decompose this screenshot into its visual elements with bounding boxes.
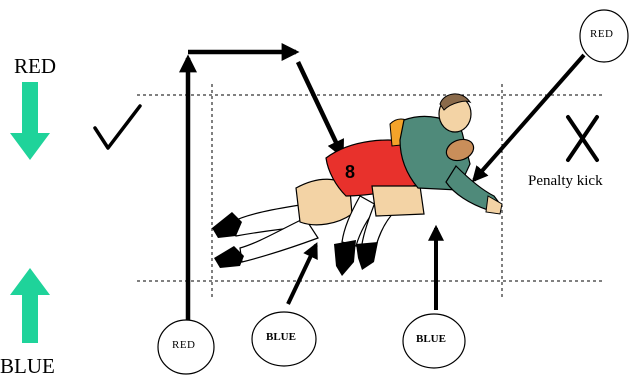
bubble-bottom-right-label: BLUE [416,333,446,345]
bubble-top-right-label: RED [590,28,614,40]
cross-icon [568,117,597,160]
blue-shorts [372,186,424,216]
bubble-bottom-left-label: RED [172,339,196,351]
tackle-illustration: 8 [212,94,502,276]
check-mark-icon [95,106,140,148]
boot-mid-right [356,242,378,270]
bubble-bottom-middle-label: BLUE [266,331,296,343]
boot-mid-left [334,240,356,276]
blue-arrow-middle [288,245,316,304]
blue-team-arrow-icon [10,268,50,343]
boot-left-bottom [214,246,244,268]
red-team-arrow-icon [10,82,50,160]
svg-text:8: 8 [345,162,355,182]
team-blue-label: BLUE [0,354,55,379]
penalty-kick-label: Penalty kick [528,173,603,190]
team-red-label: RED [14,54,56,79]
